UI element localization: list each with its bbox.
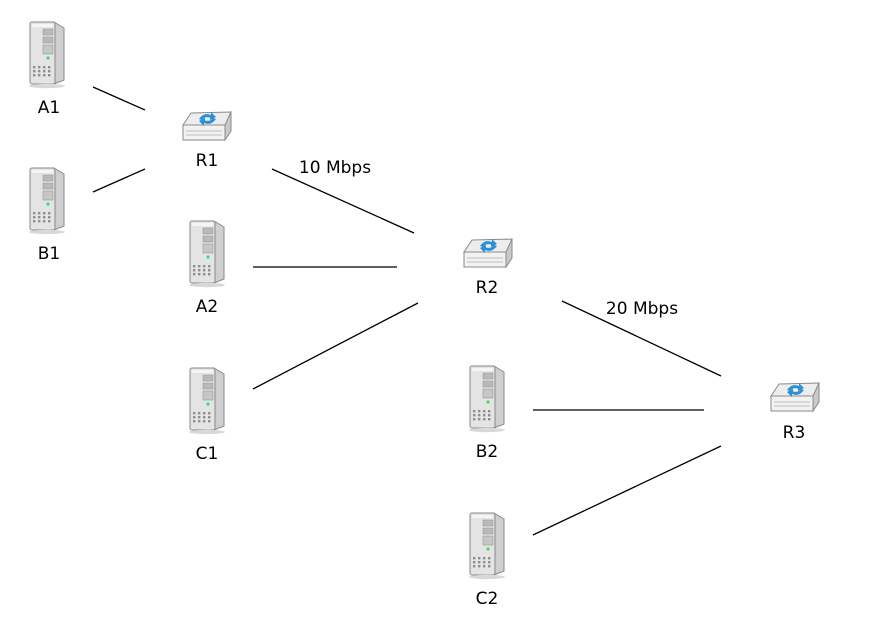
node-label: R1 (196, 151, 219, 171)
node-label: B1 (38, 244, 60, 264)
node-b2: B2 (469, 365, 505, 462)
node-label: R3 (783, 423, 806, 443)
node-r1: R1 (182, 111, 232, 171)
node-c2: C2 (469, 512, 505, 609)
server-icon (29, 167, 65, 235)
link-bandwidth-label: 10 Mbps (299, 158, 371, 178)
node-label: B2 (476, 442, 498, 462)
link-c1-r2 (252, 302, 419, 390)
router-icon (770, 382, 820, 413)
node-r2: R2 (463, 238, 513, 298)
node-r3: R3 (770, 382, 820, 443)
node-label: R2 (476, 278, 499, 298)
server-icon (469, 365, 505, 433)
link-bandwidth-label: 20 Mbps (606, 299, 678, 319)
router-icon (463, 238, 513, 269)
node-b1: B1 (29, 167, 65, 264)
links-layer: 10 Mbps 20 Mbps (92, 86, 722, 536)
link-c2-r3 (532, 445, 722, 536)
router-icon (182, 111, 232, 142)
server-icon (189, 367, 225, 435)
link-r1-r2 (271, 168, 415, 234)
node-a2: A2 (189, 220, 225, 317)
link-b1-r1 (92, 168, 146, 193)
node-c1: C1 (189, 367, 225, 464)
server-icon (29, 21, 65, 89)
node-a1: A1 (29, 21, 65, 118)
node-label: C1 (196, 444, 219, 464)
node-label: C2 (476, 589, 499, 609)
server-icon (189, 220, 225, 288)
server-icon (469, 512, 505, 580)
link-a1-r1 (92, 86, 146, 111)
link-r2-r3 (561, 300, 722, 377)
node-label: A2 (196, 297, 218, 317)
node-label: A1 (38, 98, 60, 118)
